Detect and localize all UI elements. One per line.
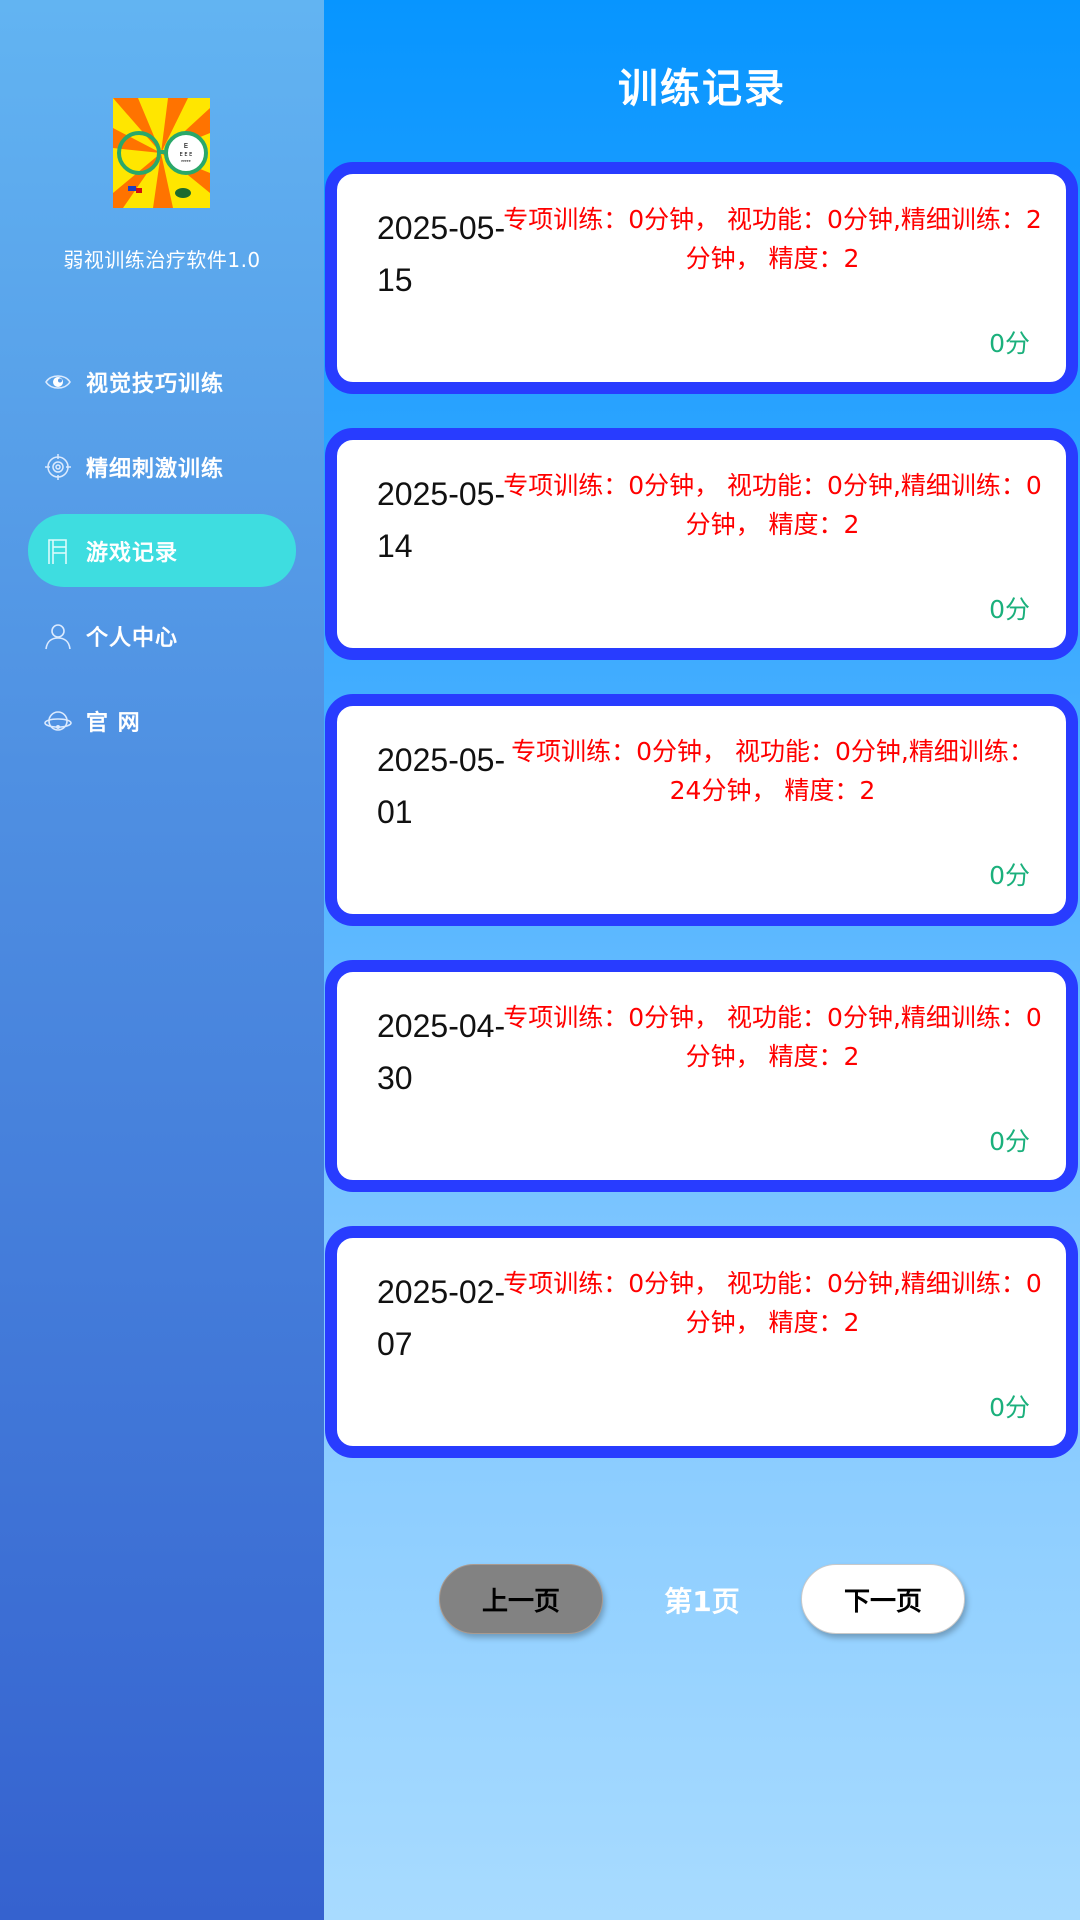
target-icon (44, 453, 72, 481)
record-score: 0分 (989, 329, 1030, 358)
record-date: 2025-02-07 (377, 1274, 506, 1362)
previous-page-button[interactable]: 上一页 (439, 1564, 603, 1634)
main-panel: 训练记录 2025-05-15 专项训练：0分钟， 视功能：0分钟,精细训练：2… (324, 0, 1080, 1920)
app-logo-icon: E E E E EEEEE (113, 98, 210, 208)
svg-text:E: E (184, 142, 188, 150)
record-detail: 专项训练：0分钟， 视功能：0分钟,精细训练：2分钟， 精度：2 (503, 205, 1042, 273)
page-title: 训练记录 (618, 66, 786, 112)
svg-text:E E E: E E E (180, 152, 193, 158)
sidebar-item-game-records[interactable]: 游戏记录 (28, 514, 296, 587)
record-score: 0分 (989, 1127, 1030, 1156)
record-detail: 专项训练：0分钟， 视功能：0分钟,精细训练：0分钟， 精度：2 (503, 1269, 1042, 1337)
next-page-button[interactable]: 下一页 (801, 1564, 965, 1634)
sidebar-item-label: 游戏记录 (86, 540, 179, 566)
record-date: 2025-05-14 (377, 476, 506, 564)
sidebar-item-label: 精细刺激训练 (86, 456, 225, 482)
record-score: 0分 (989, 595, 1030, 624)
eye-icon (44, 368, 72, 396)
record-score: 0分 (989, 1393, 1030, 1422)
record-date: 2025-05-01 (377, 742, 506, 830)
svg-text:EEEEE: EEEEE (181, 159, 191, 163)
page-indicator: 第1页 (664, 1585, 740, 1618)
sidebar-item-label: 官 网 (86, 710, 141, 736)
record-date: 2025-04-30 (377, 1008, 506, 1096)
record-detail: 专项训练：0分钟， 视功能：0分钟,精细训练：0分钟， 精度：2 (503, 1003, 1042, 1071)
user-icon (44, 622, 72, 650)
record-detail: 专项训练：0分钟， 视功能：0分钟,精细训练：0分钟， 精度：2 (503, 471, 1042, 539)
sidebar-item-fine-stimulation-training[interactable]: 精细刺激训练 (28, 430, 296, 503)
sidebar-item-visual-skill-training[interactable]: 视觉技巧训练 (28, 345, 296, 418)
app-name: 弱视训练治疗软件1.0 (63, 248, 261, 272)
sidebar-item-label: 视觉技巧训练 (86, 371, 225, 397)
app-logo: E E E E EEEEE (113, 98, 210, 208)
sidebar-item-official-website[interactable]: 官 网 (28, 684, 296, 757)
record-icon (44, 537, 72, 565)
record-score: 0分 (989, 861, 1030, 890)
record-card: 2025-05-01 专项训练：0分钟， 视功能：0分钟,精细训练：24分钟， … (325, 694, 1078, 926)
record-card: 2025-05-14 专项训练：0分钟， 视功能：0分钟,精细训练：0分钟， 精… (325, 428, 1078, 660)
record-card: 2025-04-30 专项训练：0分钟， 视功能：0分钟,精细训练：0分钟， 精… (325, 960, 1078, 1192)
planet-icon (44, 707, 72, 735)
record-detail: 专项训练：0分钟， 视功能：0分钟,精细训练：24分钟， 精度：2 (511, 737, 1034, 805)
sidebar: E E E E EEEEE 弱视训练治疗软件1.0 视觉技巧训练 精细刺激训练 … (0, 0, 324, 1920)
sidebar-item-personal-center[interactable]: 个人中心 (28, 599, 296, 672)
sidebar-item-label: 个人中心 (86, 625, 179, 651)
record-date: 2025-05-15 (377, 210, 506, 298)
record-card: 2025-02-07 专项训练：0分钟， 视功能：0分钟,精细训练：0分钟， 精… (325, 1226, 1078, 1458)
record-card: 2025-05-15 专项训练：0分钟， 视功能：0分钟,精细训练：2分钟， 精… (325, 162, 1078, 394)
